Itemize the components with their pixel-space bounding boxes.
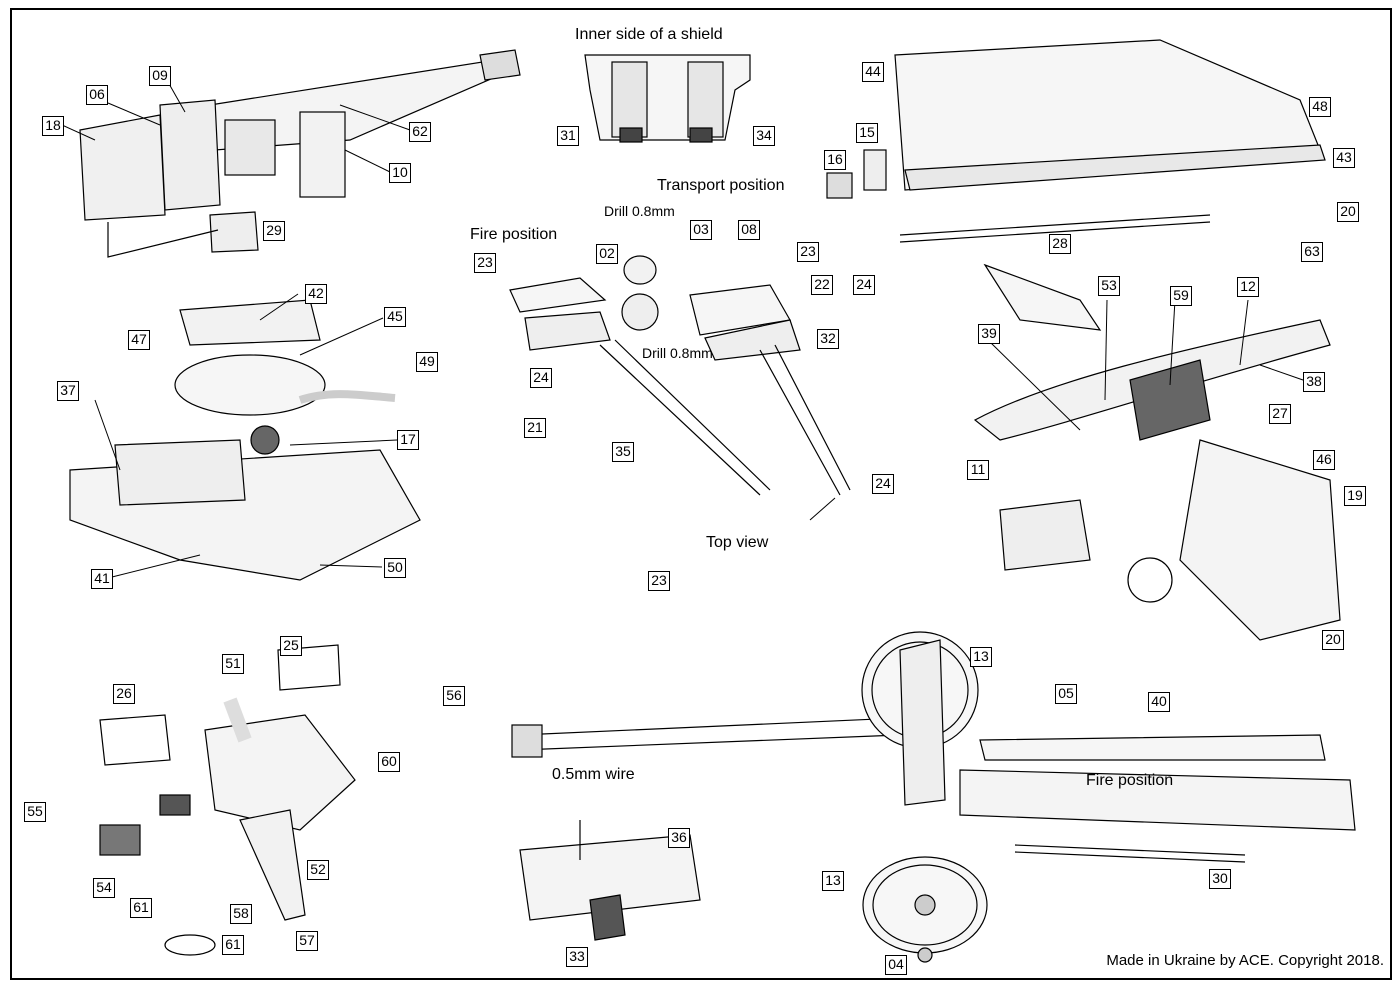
gun-side-view xyxy=(511,631,1356,963)
part-tag-23-right: 23 xyxy=(797,242,819,262)
part-tag-39: 39 xyxy=(978,324,1000,344)
part-tag-15: 15 xyxy=(856,123,878,143)
part-tag-13-bottom: 13 xyxy=(822,871,844,891)
part-tag-35: 35 xyxy=(612,442,634,462)
part-tag-36: 36 xyxy=(668,828,690,848)
part-tag-31: 31 xyxy=(557,126,579,146)
leader-lines xyxy=(61,81,1304,578)
part-tag-11: 11 xyxy=(967,460,989,480)
part-tag-05: 05 xyxy=(1055,684,1077,704)
part-tag-61-lower: 61 xyxy=(222,935,244,955)
part-tag-55: 55 xyxy=(24,802,46,822)
part-tag-18: 18 xyxy=(42,116,64,136)
part-tag-50: 50 xyxy=(384,558,406,578)
caption-transport-position: Transport position xyxy=(657,177,785,194)
part-tag-34: 34 xyxy=(753,126,775,146)
trail-transport xyxy=(826,39,1326,243)
part-tag-46: 46 xyxy=(1313,450,1335,470)
part-tag-32: 32 xyxy=(817,329,839,349)
caption-drill-top: Drill 0.8mm xyxy=(604,203,675,219)
lower-left-assembly xyxy=(99,644,356,956)
part-tag-53: 53 xyxy=(1098,276,1120,296)
part-tag-24-right: 24 xyxy=(853,275,875,295)
part-tag-13-top: 13 xyxy=(970,647,992,667)
part-tag-38: 38 xyxy=(1303,372,1325,392)
part-tag-58: 58 xyxy=(230,904,252,924)
part-tag-37: 37 xyxy=(57,381,79,401)
part-tag-62: 62 xyxy=(409,122,431,142)
part-tag-09: 09 xyxy=(149,66,171,86)
part-tag-30: 30 xyxy=(1209,869,1231,889)
part-tag-16: 16 xyxy=(824,150,846,170)
part-tag-47: 47 xyxy=(128,330,150,350)
part-tag-20-bottom: 20 xyxy=(1322,630,1344,650)
part-tag-51: 51 xyxy=(222,654,244,674)
part-tag-40: 40 xyxy=(1148,692,1170,712)
part-tag-28: 28 xyxy=(1049,234,1071,254)
upper-carriage xyxy=(69,299,421,581)
part-tag-45: 45 xyxy=(384,307,406,327)
part-tag-59: 59 xyxy=(1170,286,1192,306)
part-tag-48: 48 xyxy=(1309,97,1331,117)
part-tag-41: 41 xyxy=(91,569,113,589)
part-tag-04: 04 xyxy=(885,955,907,975)
part-tag-27: 27 xyxy=(1269,404,1291,424)
part-tag-10: 10 xyxy=(389,163,411,183)
part-tag-20-top: 20 xyxy=(1337,202,1359,222)
part-tag-56: 56 xyxy=(443,686,465,706)
part-tag-42: 42 xyxy=(305,284,327,304)
part-tag-23-topview: 23 xyxy=(648,571,670,591)
gun-assembly-right xyxy=(973,263,1341,641)
barrel-assembly xyxy=(79,49,521,258)
caption-fire-position-lower: Fire position xyxy=(1086,772,1174,789)
part-tag-57: 57 xyxy=(296,931,318,951)
part-tag-24-left: 24 xyxy=(530,368,552,388)
part-tag-25: 25 xyxy=(280,636,302,656)
part-tag-33: 33 xyxy=(566,947,588,967)
part-tag-21: 21 xyxy=(524,418,546,438)
part-tag-29: 29 xyxy=(263,221,285,241)
caption-drill-mid: Drill 0.8mm xyxy=(642,345,713,361)
part-tag-17: 17 xyxy=(397,430,419,450)
part-tag-23-fire: 23 xyxy=(474,253,496,273)
part-tag-43: 43 xyxy=(1333,148,1355,168)
trail-spades xyxy=(509,255,851,496)
part-tag-08: 08 xyxy=(738,220,760,240)
part-tag-06: 06 xyxy=(86,85,108,105)
part-tag-63: 63 xyxy=(1301,242,1323,262)
part-tag-22: 22 xyxy=(811,275,833,295)
shield-inner-view xyxy=(584,54,751,143)
part-tag-54: 54 xyxy=(93,878,115,898)
part-tag-26: 26 xyxy=(113,684,135,704)
copyright-footer: Made in Ukraine by ACE. Copyright 2018. xyxy=(1106,952,1384,969)
part-tag-44: 44 xyxy=(862,62,884,82)
part-tag-49: 49 xyxy=(416,352,438,372)
part-tag-19: 19 xyxy=(1344,486,1366,506)
part-tag-24-topview: 24 xyxy=(872,474,894,494)
part-tag-02: 02 xyxy=(596,244,618,264)
part-tag-12: 12 xyxy=(1237,277,1259,297)
part-tag-03: 03 xyxy=(690,220,712,240)
part-tag-52: 52 xyxy=(307,860,329,880)
caption-shield-inner: Inner side of a shield xyxy=(575,26,723,43)
breech-detail xyxy=(519,820,701,941)
caption-top-view: Top view xyxy=(706,534,769,551)
part-tag-61-upper: 61 xyxy=(130,898,152,918)
caption-wire: 0.5mm wire xyxy=(552,766,635,783)
sheet-border xyxy=(10,8,1392,980)
part-tag-60: 60 xyxy=(378,752,400,772)
caption-fire-position-upper: Fire position xyxy=(470,226,558,243)
